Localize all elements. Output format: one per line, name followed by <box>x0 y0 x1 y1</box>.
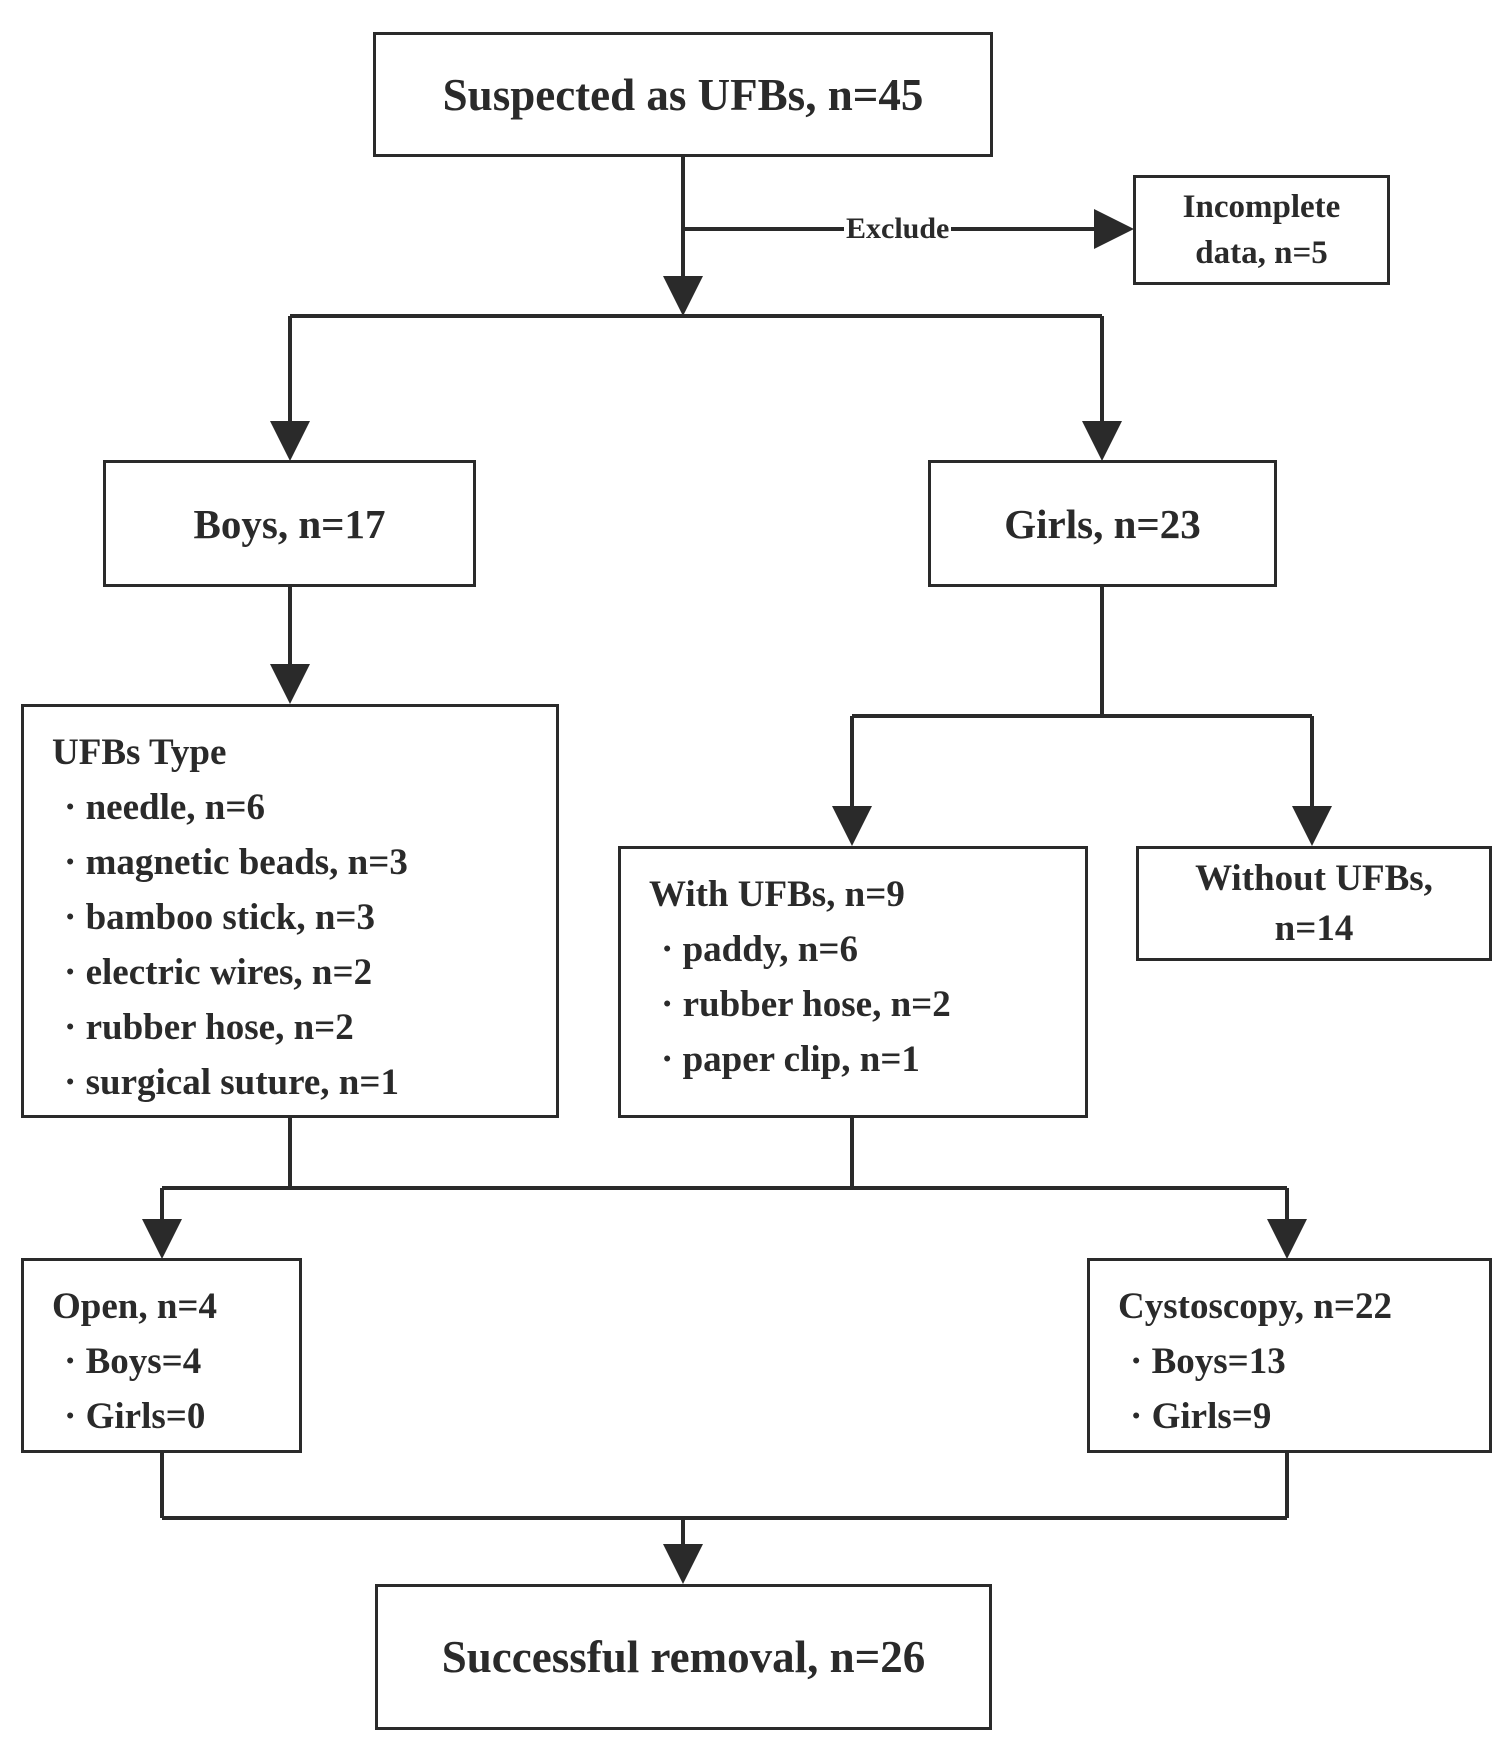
with-ufbs-item: paper clip, n=1 <box>649 1032 1085 1087</box>
ufbs-type-item: surgical suture, n=1 <box>52 1055 556 1110</box>
boys-text: Boys, n=17 <box>193 500 386 547</box>
cystoscopy-item: Boys=13 <box>1118 1334 1489 1389</box>
ufbs-type-item: needle, n=6 <box>52 780 556 835</box>
cystoscopy-box: Cystoscopy, n=22 Boys=13 Girls=9 <box>1087 1258 1492 1453</box>
cystoscopy-item: Girls=9 <box>1118 1389 1489 1444</box>
incomplete-line2: data, n=5 <box>1195 235 1328 271</box>
successful-removal-text: Successful removal, n=26 <box>441 1632 926 1682</box>
incomplete-data-box: Incomplete data, n=5 <box>1133 175 1390 285</box>
girls-box: Girls, n=23 <box>928 460 1277 587</box>
ufbs-type-item: electric wires, n=2 <box>52 945 556 1000</box>
ufbs-type-heading: UFBs Type <box>52 732 227 773</box>
open-item: Boys=4 <box>52 1334 299 1389</box>
cystoscopy-heading: Cystoscopy, n=22 <box>1118 1286 1392 1327</box>
with-ufbs-item: rubber hose, n=2 <box>649 977 1085 1032</box>
exclude-label: Exclude <box>844 212 952 246</box>
ufbs-type-item: magnetic beads, n=3 <box>52 835 556 890</box>
girls-text: Girls, n=23 <box>1004 500 1201 547</box>
incomplete-line1: Incomplete <box>1182 189 1341 225</box>
with-ufbs-heading: With UFBs, n=9 <box>649 874 905 915</box>
ufbs-type-item: bamboo stick, n=3 <box>52 890 556 945</box>
successful-removal-box: Successful removal, n=26 <box>375 1584 992 1730</box>
suspected-box: Suspected as UFBs, n=45 <box>373 32 993 157</box>
with-ufbs-item: paddy, n=6 <box>649 922 1085 977</box>
without-ufbs-line2: n=14 <box>1274 907 1354 949</box>
without-ufbs-line1: Without UFBs, <box>1195 857 1433 899</box>
open-item: Girls=0 <box>52 1389 299 1444</box>
ufbs-type-box: UFBs Type needle, n=6 magnetic beads, n=… <box>21 704 559 1118</box>
open-box: Open, n=4 Boys=4 Girls=0 <box>21 1258 302 1453</box>
without-ufbs-box: Without UFBs, n=14 <box>1136 846 1492 961</box>
with-ufbs-box: With UFBs, n=9 paddy, n=6 rubber hose, n… <box>618 846 1088 1118</box>
open-heading: Open, n=4 <box>52 1286 218 1327</box>
suspected-text: Suspected as UFBs, n=45 <box>442 69 924 120</box>
ufbs-type-item: rubber hose, n=2 <box>52 1000 556 1055</box>
boys-box: Boys, n=17 <box>103 460 476 587</box>
